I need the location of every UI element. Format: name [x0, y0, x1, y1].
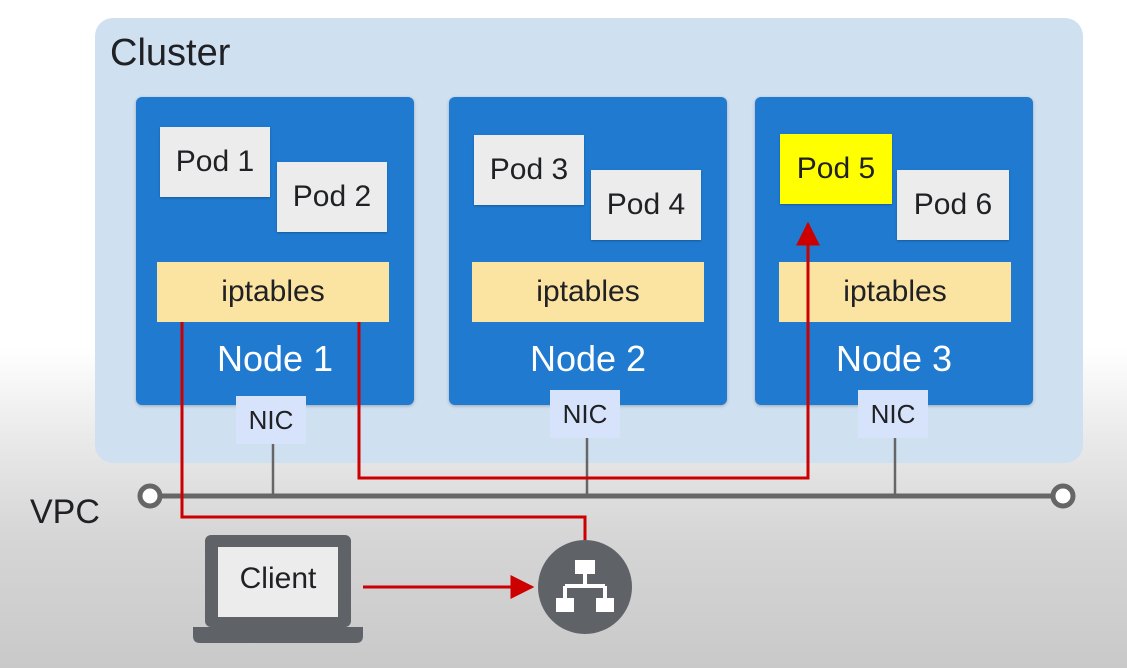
- node-2-label: Node 2: [529, 338, 647, 379]
- nic-node-3: NIC: [858, 390, 928, 438]
- traffic-path-node-1-to-pod-5: [357, 221, 820, 480]
- pod-6: Pod 6: [897, 170, 1009, 240]
- traffic-path-lb-to-node-1: [180, 322, 587, 542]
- pod-1: Pod 1: [160, 127, 270, 197]
- node-1-label: Node 1: [216, 338, 334, 379]
- vpc-endpoint-right: [1050, 483, 1076, 509]
- laptop-icon: [193, 535, 363, 643]
- pod-3: Pod 3: [474, 135, 584, 205]
- nic-node-1: NIC: [236, 396, 306, 444]
- cluster-title: Cluster: [110, 32, 231, 74]
- nic-node-2: NIC: [550, 390, 620, 438]
- vpc-endpoint-left: [137, 483, 163, 509]
- node-3-label: Node 3: [835, 338, 953, 379]
- load-balancer-icon: [538, 540, 632, 634]
- iptables-node-3: iptables: [779, 262, 1011, 322]
- iptables-node-1: iptables: [157, 262, 389, 322]
- iptables-node-2: iptables: [472, 262, 704, 322]
- pod-4: Pod 4: [591, 170, 701, 240]
- client-label: Client: [239, 562, 317, 595]
- vpc-label: VPC: [30, 493, 100, 531]
- pod-2: Pod 2: [277, 162, 387, 232]
- pod-5: Pod 5: [780, 134, 892, 204]
